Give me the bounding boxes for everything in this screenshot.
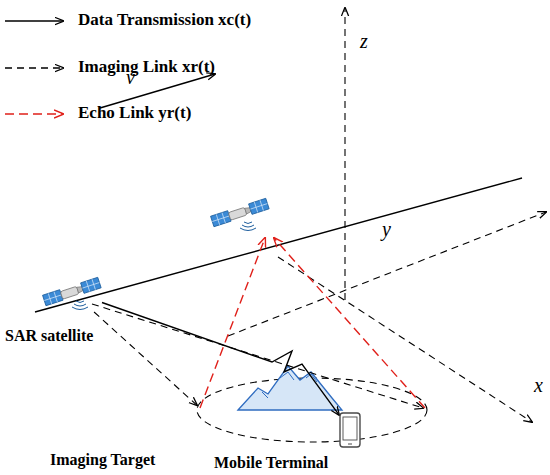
echo-link [274,238,425,408]
imaging-link [92,304,423,408]
point-shape [197,405,203,411]
legend-text: Data Transmission xc(t) [78,10,251,30]
legend-text: Echo Link yr(t) [78,103,191,123]
mountain-symbol [238,366,342,410]
velocity-arrow [100,74,215,108]
terminal-node: Mobile Terminal [339,412,361,448]
legend-samples [5,21,63,114]
satellite-node: SAR satellite [42,272,102,312]
node-label: Mobile Terminal [214,454,328,472]
data-transmission-link [102,303,339,415]
legend-text: Imaging Link xr(t) [78,57,215,77]
axis-label: x [534,374,543,397]
imaging-link [94,312,197,405]
satellite-symbol [211,198,270,230]
phone-shape [339,412,361,448]
axis-label: y [382,218,391,241]
legend-sample [5,67,63,68]
node-label: SAR satellite [5,327,93,345]
sat-shape [42,272,102,312]
orbit-track [35,178,522,312]
axis-label: z [360,30,368,53]
legend-sample [5,113,63,114]
target-node: Imaging Target [197,405,203,411]
echo-link [200,238,265,408]
y-axis [228,212,546,336]
node-label: Imaging Target [50,451,155,469]
legend-sample [5,20,63,21]
z-axis [344,8,345,300]
